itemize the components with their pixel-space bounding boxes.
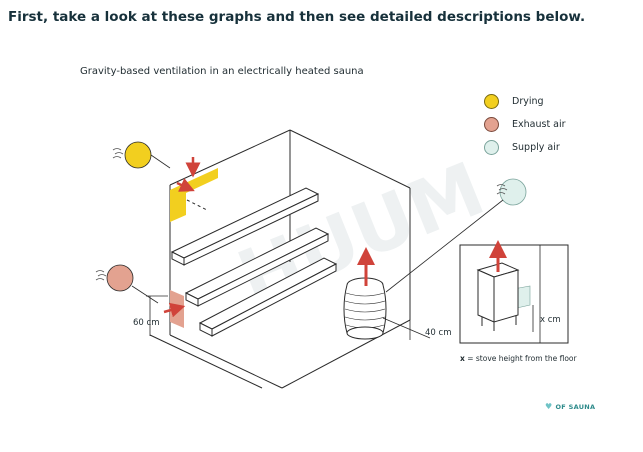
exhaust-air-swatch	[484, 117, 499, 132]
floor-front-left	[169, 334, 283, 389]
exhaust-leader-line	[131, 285, 159, 304]
supply-air	[385, 178, 527, 293]
vent-height-label: 60 cm	[133, 318, 159, 328]
exhaust-vent: 60 cm	[95, 264, 186, 336]
inset-stove-front	[477, 269, 495, 323]
air-flow-icon	[95, 270, 107, 281]
page-heading: First, take a look at these graphs and t…	[8, 9, 586, 25]
back-wall-top-right	[289, 129, 411, 189]
brand-text: OF SAUNA	[555, 402, 596, 411]
exhaust-arrow-icon	[163, 302, 186, 318]
back-wall-top-left	[169, 129, 291, 186]
air-flow-icon	[112, 148, 124, 159]
legend-label: Supply air	[512, 142, 560, 153]
middle-bench-front	[185, 292, 199, 307]
lower-bench-front	[199, 322, 213, 337]
drying-leader-line	[150, 154, 171, 169]
stove-base	[346, 326, 384, 340]
legend-label: Drying	[512, 96, 544, 107]
stove-body	[343, 284, 387, 334]
legend-item-supply-air: Supply air	[484, 136, 566, 159]
footnote-text: = stove height from the floor	[465, 354, 578, 363]
drying-inner-arrow-icon	[176, 178, 195, 192]
floor-front-right	[281, 319, 411, 389]
drying-swatch	[484, 94, 499, 109]
stove: 40 cm	[343, 247, 451, 340]
exhaust-indicator-icon	[106, 264, 134, 292]
stove-distance-line	[382, 317, 431, 339]
inset-height-label: x cm	[540, 315, 561, 325]
stove-distance-label: 40 cm	[425, 328, 451, 338]
brand-logo[interactable]: ♥ OF SAUNA	[545, 402, 595, 411]
stove-detail-inset: x cm	[459, 240, 569, 344]
diagram-title: Gravity-based ventilation in an electric…	[80, 66, 364, 77]
legend-item-exhaust-air: Exhaust air	[484, 113, 566, 136]
stove-height-footnote: x = stove height from the floor	[460, 354, 577, 363]
benches	[170, 187, 338, 337]
heart-icon: ♥	[545, 402, 553, 411]
stove-stones	[344, 292, 386, 329]
drying-vent-guide	[186, 199, 208, 211]
supply-air-swatch	[484, 140, 499, 155]
drying-indicator-icon	[124, 141, 152, 169]
upper-bench-side	[183, 193, 319, 266]
footnote-variable: x	[460, 354, 465, 363]
air-flow-icon	[496, 184, 508, 195]
drying-vent-panel	[170, 168, 218, 222]
supply-air-indicator-icon	[499, 178, 527, 206]
supply-leader-line	[385, 199, 504, 293]
floor-extension	[149, 334, 263, 389]
drying-vent	[112, 141, 218, 222]
legend-item-drying: Drying	[484, 90, 566, 113]
legend: Drying Exhaust air Supply air	[484, 90, 566, 159]
legend-label: Exhaust air	[512, 119, 566, 130]
inset-stove-side	[493, 269, 519, 323]
